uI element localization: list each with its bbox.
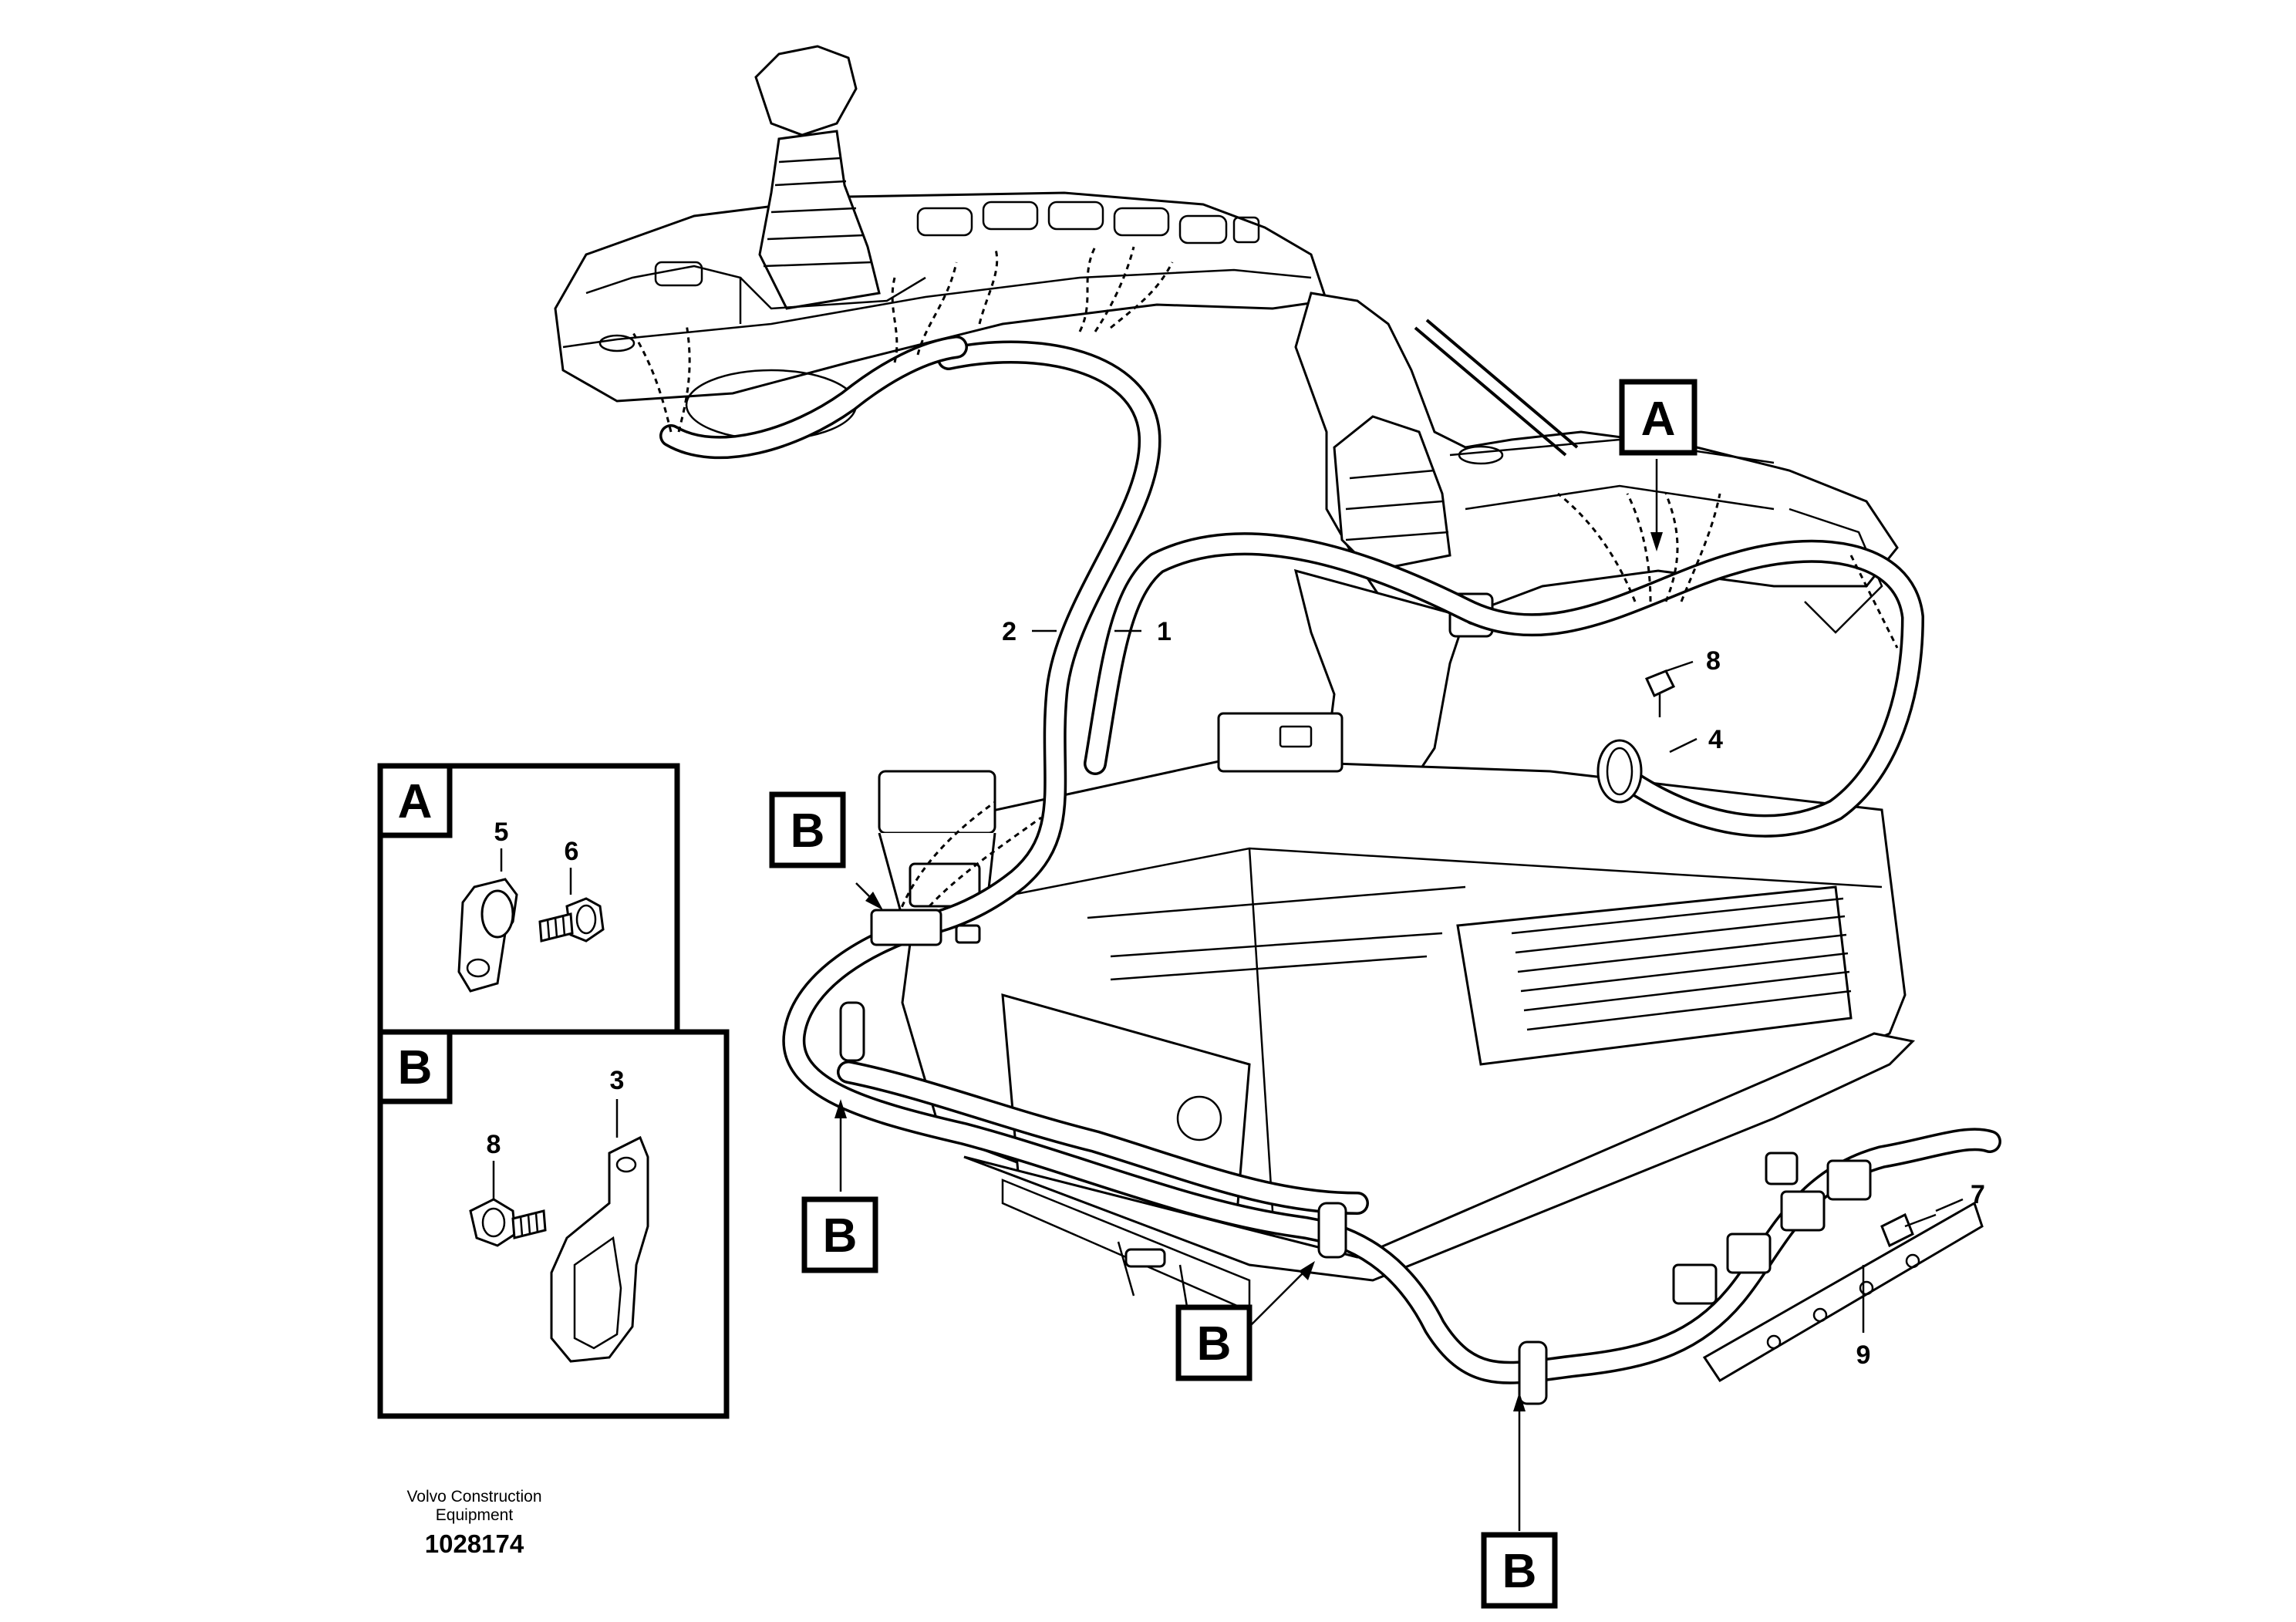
callout-6: 6: [565, 837, 579, 866]
arrow-head: [1513, 1392, 1526, 1411]
callout-3: 3: [610, 1066, 625, 1095]
leader-lines: [834, 459, 1964, 1531]
svg-text:B: B: [791, 804, 825, 858]
detail-panel-a: A 5 6: [377, 763, 680, 1035]
marker-b-left-bottom: B: [801, 1196, 878, 1273]
detail-a-label: A: [398, 775, 433, 828]
svg-text:B: B: [1197, 1317, 1232, 1371]
marker-b-center: B: [1175, 1304, 1253, 1381]
svg-text:B: B: [1502, 1545, 1537, 1598]
callout-2: 2: [1002, 617, 1017, 646]
letter-markers: A B B B B: [769, 379, 1698, 1609]
credit-line-2: Equipment: [436, 1506, 514, 1524]
callout-7: 7: [1971, 1180, 1985, 1209]
marker-b-left-top: B: [769, 791, 846, 868]
detail-panel-b: B 3 8: [377, 1029, 730, 1419]
detail-b-label: B: [398, 1041, 433, 1094]
callout-4: 4: [1708, 725, 1723, 754]
svg-text:B: B: [823, 1209, 858, 1263]
callout-numbers: 2 1 8 4 7 9: [1002, 617, 1985, 1370]
callout-8-detail: 8: [487, 1130, 501, 1159]
arrow-head: [1650, 532, 1663, 551]
callout-8-main: 8: [1706, 646, 1721, 676]
callout-1: 1: [1157, 617, 1172, 646]
marker-a-main: A: [1619, 379, 1698, 456]
footer: Volvo Construction Equipment 1028174: [406, 1488, 541, 1558]
arrow-head: [865, 892, 883, 910]
main-control-box: [878, 712, 1916, 1313]
clamps-and-connectors: [839, 669, 1984, 1405]
svg-text:A: A: [1641, 393, 1676, 446]
callout-9: 9: [1856, 1340, 1871, 1370]
marker-b-bottom: B: [1481, 1532, 1558, 1609]
arrow-head: [834, 1099, 847, 1118]
callout-5: 5: [494, 818, 509, 847]
credit-line-1: Volvo Construction: [406, 1488, 541, 1506]
left-control-console: [554, 45, 1328, 441]
arrow-head: [1299, 1261, 1315, 1280]
document-number: 1028174: [425, 1529, 524, 1558]
